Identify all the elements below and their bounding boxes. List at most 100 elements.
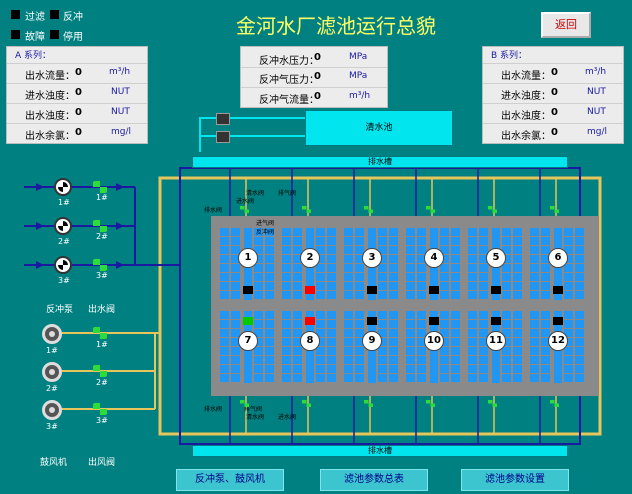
filter-tile xyxy=(513,338,522,346)
filter-tile xyxy=(564,347,573,355)
filter-tile xyxy=(378,273,387,281)
filter-tile xyxy=(575,374,584,382)
filter-tile xyxy=(254,365,263,373)
filter-tile xyxy=(355,228,364,236)
series-b-row: 进水浊度： 0 NUT xyxy=(483,83,623,104)
filter-valve-icon[interactable] xyxy=(426,206,435,213)
filter-tile xyxy=(220,237,229,245)
filter-cell[interactable]: 12 xyxy=(530,311,586,385)
blower-icon[interactable] xyxy=(42,400,62,420)
filter-tile xyxy=(440,264,449,272)
filter-valve-icon[interactable] xyxy=(488,400,497,407)
filter-valve-icon[interactable] xyxy=(550,206,559,213)
filter-tile xyxy=(254,282,263,290)
filter-valve-icon[interactable] xyxy=(550,400,559,407)
filter-cell[interactable]: 3 xyxy=(344,228,400,302)
filter-tile xyxy=(575,228,584,236)
blower-outlet-valve-icon[interactable] xyxy=(93,403,107,415)
filter-cell[interactable]: 2 xyxy=(282,228,338,302)
filter-status-indicator xyxy=(491,286,501,294)
filter-cell[interactable]: 7 xyxy=(220,311,276,385)
filter-tile xyxy=(564,356,573,364)
filter-params-table-button[interactable]: 滤池参数总表 xyxy=(320,469,428,491)
filter-tile xyxy=(265,347,274,355)
filter-tile xyxy=(355,264,364,272)
filter-cell[interactable]: 6 xyxy=(530,228,586,302)
pump-valve-number: 2# xyxy=(96,232,108,241)
filter-cell[interactable]: 9 xyxy=(344,311,400,385)
filter-tile xyxy=(265,291,274,299)
filter-tile xyxy=(316,264,325,272)
backwash-pump-icon[interactable] xyxy=(54,217,72,235)
filter-status-indicator xyxy=(305,317,315,325)
filter-tile xyxy=(344,320,353,328)
filter-tile xyxy=(502,347,511,355)
filter-tile xyxy=(378,291,387,299)
filter-tile xyxy=(293,338,302,346)
filter-tile xyxy=(564,246,573,254)
filter-cell[interactable]: 10 xyxy=(406,311,462,385)
filter-tile xyxy=(468,273,477,281)
filter-valve-icon[interactable] xyxy=(240,206,249,213)
blower-outlet-valve-icon[interactable] xyxy=(93,327,107,339)
filter-valve-icon[interactable] xyxy=(364,206,373,213)
filter-tile xyxy=(389,282,398,290)
filter-cell[interactable]: 5 xyxy=(468,228,524,302)
filter-tile xyxy=(378,282,387,290)
backwash-pump-icon[interactable] xyxy=(54,256,72,274)
filter-tile xyxy=(316,282,325,290)
pump-outlet-valve-icon[interactable] xyxy=(93,181,107,193)
filter-tile xyxy=(530,311,539,319)
filter-valve-icon[interactable] xyxy=(488,206,497,213)
filter-tile xyxy=(344,237,353,245)
filter-tile xyxy=(265,282,274,290)
valve-label: 进水阀 xyxy=(236,198,255,205)
filter-tile xyxy=(468,291,477,299)
filter-tile xyxy=(378,374,387,382)
filter-valve-icon[interactable] xyxy=(364,400,373,407)
filter-params-settings-button[interactable]: 滤池参数设置 xyxy=(461,469,569,491)
filter-tile xyxy=(502,338,511,346)
filter-tile xyxy=(355,347,364,355)
filter-valve-icon[interactable] xyxy=(302,206,311,213)
filter-tile xyxy=(293,273,302,281)
filter-tile xyxy=(541,246,550,254)
pump-outlet-valve-icon[interactable] xyxy=(93,259,107,271)
filter-tile xyxy=(451,255,460,263)
blower-outlet-valve-icon[interactable] xyxy=(93,365,107,377)
filter-valve-icon[interactable] xyxy=(426,400,435,407)
clear-water-pool: 清水池 xyxy=(305,110,453,146)
filter-cell[interactable]: 11 xyxy=(468,311,524,385)
pump-outlet-valve-icon[interactable] xyxy=(93,220,107,232)
filter-tile xyxy=(231,237,240,245)
filter-cell[interactable]: 8 xyxy=(282,311,338,385)
filter-tile xyxy=(220,273,229,281)
backwash-pump-icon[interactable] xyxy=(54,178,72,196)
blower-icon[interactable] xyxy=(42,324,62,344)
filter-tile xyxy=(293,255,302,263)
filter-tile xyxy=(440,237,449,245)
filter-cell[interactable]: 4 xyxy=(406,228,462,302)
back-button[interactable]: 返回 xyxy=(541,12,591,38)
filter-tile xyxy=(541,347,550,355)
filter-tile xyxy=(530,320,539,328)
filter-tile xyxy=(282,356,291,364)
filter-tile xyxy=(451,282,460,290)
filter-tile xyxy=(378,255,387,263)
filter-tile xyxy=(530,237,539,245)
filter-valve-icon[interactable] xyxy=(302,400,311,407)
filter-tile xyxy=(479,311,488,319)
filter-tile xyxy=(344,273,353,281)
filter-tile xyxy=(451,320,460,328)
backwash-pump-blower-button[interactable]: 反冲泵、鼓风机 xyxy=(176,469,284,491)
filter-cell[interactable]: 1 xyxy=(220,228,276,302)
blower-icon[interactable] xyxy=(42,362,62,382)
filter-tile xyxy=(220,347,229,355)
filter-tile xyxy=(513,273,522,281)
filter-valve-icon[interactable] xyxy=(240,400,249,407)
backwash-row: 反冲气流量： 0 m³/h xyxy=(241,87,387,108)
filter-tile xyxy=(282,311,291,319)
filter-tile xyxy=(513,311,522,319)
page-title: 金河水厂滤池运行总貌 xyxy=(236,14,436,38)
filter-tile xyxy=(293,311,302,319)
